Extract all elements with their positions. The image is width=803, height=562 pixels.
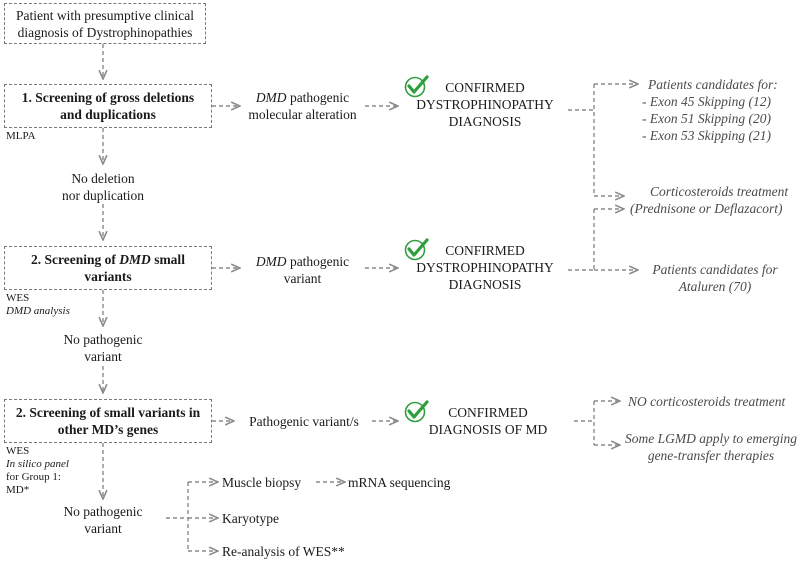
no-deletion-line2: nor duplication <box>61 188 145 203</box>
step3-title-line1: 2. Screening of small variants in <box>15 405 201 420</box>
karyotype: Karyotype <box>222 511 279 526</box>
step1-confirmed-line1: CONFIRMED <box>445 80 525 95</box>
step1-confirmed-line3: DIAGNOSIS <box>448 114 522 129</box>
cortico-line2: (Prednisone or Deflazacort) <box>630 201 783 216</box>
step2-result-rest: pathogenic <box>286 254 350 269</box>
step3-title-line2: other MD’s genes <box>57 422 159 437</box>
step1-confirmed-line2: DYSTROPHINOPATHY <box>416 97 554 112</box>
lgmd-line1: Some LGMD apply to emerging <box>625 431 797 446</box>
reanalysis-wes: Re-analysis of WES** <box>222 544 345 559</box>
step1-result-line1: DMD pathogenic <box>240 89 365 106</box>
no-pathogenic2-line2: variant <box>84 521 122 536</box>
step2-result-line2: variant <box>283 271 322 286</box>
step2-confirmed-line3: DIAGNOSIS <box>448 277 522 292</box>
candidate-exon-51: - Exon 51 Skipping (20) <box>642 111 771 126</box>
step3-confirmed-line1: CONFIRMED <box>448 405 528 420</box>
step2-method-line2: DMD analysis <box>6 305 70 317</box>
step2-title-line1: 2. Screening of DMD small <box>4 251 212 268</box>
step2-confirmed-line1: CONFIRMED <box>445 243 525 258</box>
step3-method-line3: for Group 1: <box>6 471 61 483</box>
step1-title-line2: and duplications <box>60 107 156 122</box>
step2-title-prefix: 2. Screening of <box>31 252 120 267</box>
check-icon <box>404 75 429 98</box>
step1-result-rest: pathogenic <box>286 90 350 105</box>
step2-box <box>4 246 212 290</box>
candidate-exon-53: - Exon 53 Skipping (21) <box>642 128 771 143</box>
ataluren-line2: Ataluren (70) <box>678 279 752 294</box>
step3-confirmed-line2: DIAGNOSIS OF MD <box>428 422 548 437</box>
step2-result-gene: DMD <box>255 254 287 269</box>
muscle-biopsy: Muscle biopsy <box>222 475 302 490</box>
no-deletion-line1: No deletion <box>71 171 135 186</box>
step1-box <box>4 84 212 128</box>
step2-title-line2: variants <box>84 269 132 284</box>
step3-method-line4: MD* <box>6 484 30 496</box>
lgmd-line2: gene-transfer therapies <box>647 448 775 463</box>
check-icon <box>404 400 429 423</box>
cortico-line1: Corticosteroids treatment <box>650 184 789 199</box>
step3-box <box>4 399 212 443</box>
step3-method-line1: WES <box>6 445 30 457</box>
step2-title-gene: DMD <box>119 252 151 267</box>
no-pathogenic-line1: No pathogenic <box>63 332 143 347</box>
step3-method-line2: In silico panel <box>6 458 69 470</box>
start-box <box>4 3 206 44</box>
step1-result-line2: molecular alteration <box>248 107 357 122</box>
mrna-sequencing: mRNA sequencing <box>348 475 451 490</box>
step2-title-suffix: small <box>150 252 185 267</box>
step3-result: Pathogenic variant/s <box>249 414 359 429</box>
start-text-line1: Patient with presumptive clinical <box>15 8 195 23</box>
candidates-title: Patients candidates for: <box>648 77 778 92</box>
ataluren-line1: Patients candidates for <box>652 262 778 277</box>
step1-result-gene: DMD <box>255 90 287 105</box>
step2-confirmed-line2: DYSTROPHINOPATHY <box>416 260 554 275</box>
step1-method: MLPA <box>6 130 36 142</box>
step2-method-line1: WES <box>6 292 30 304</box>
check-icon <box>404 238 429 261</box>
no-pathogenic-line2: variant <box>84 349 122 364</box>
candidate-exon-45: - Exon 45 Skipping (12) <box>642 94 771 109</box>
no-cortico: NO corticosteroids treatment <box>628 394 786 409</box>
step2-result-line1: DMD pathogenic <box>240 253 365 270</box>
step1-title-line1: 1. Screening of gross deletions <box>21 90 195 105</box>
start-text-line2: diagnosis of Dystrophinopathies <box>17 25 193 40</box>
no-pathogenic2-line1: No pathogenic <box>63 504 143 519</box>
